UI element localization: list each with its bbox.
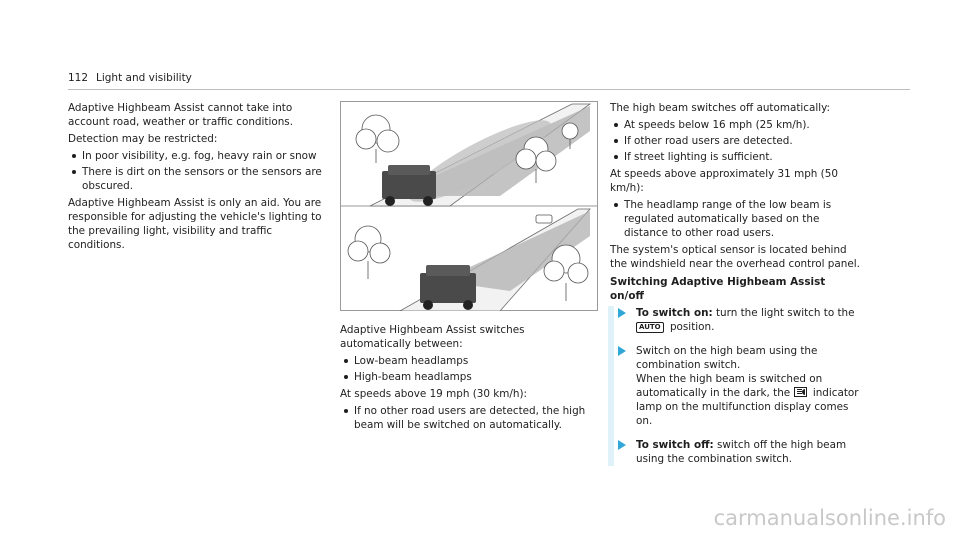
column-left: Adaptive Highbeam Assist cannot take int… bbox=[68, 101, 324, 255]
bullet-list: If no other road users are detected, the… bbox=[340, 404, 598, 432]
paragraph: At speeds above 19 mph (30 km/h): bbox=[340, 388, 528, 400]
highbeam-illustration bbox=[340, 101, 598, 311]
list-item: Low-beam headlamps bbox=[340, 354, 598, 368]
bullet-list: In poor visibility, e.g. fog, heavy rain… bbox=[68, 149, 324, 193]
column-middle: Adaptive Highbeam Assist switches automa… bbox=[340, 323, 598, 435]
step-arrow-icon bbox=[618, 346, 626, 356]
step-text: When the high beam is switched on automa… bbox=[636, 373, 823, 399]
list-item: If no other road users are detected, the… bbox=[340, 404, 598, 432]
paragraph: The high beam switches off automatically… bbox=[610, 102, 831, 114]
list-item: There is dirt on the sensors or the sens… bbox=[68, 165, 324, 193]
list-item: If street lighting is sufficient. bbox=[610, 150, 860, 164]
list-item: In poor visibility, e.g. fog, heavy rain… bbox=[68, 149, 324, 163]
page-number: 112 bbox=[68, 72, 89, 84]
bullet-list: The headlamp range of the low beam is re… bbox=[610, 198, 860, 240]
bullet-list: At speeds below 16 mph (25 km/h). If oth… bbox=[610, 118, 860, 164]
step-text: switch off the high beam using the combi… bbox=[636, 439, 847, 465]
step-label: To switch on: bbox=[636, 307, 713, 319]
paragraph: Adaptive Highbeam Assist is only an aid.… bbox=[68, 197, 322, 251]
illustration-svg bbox=[340, 101, 598, 311]
auto-icon: AUTO bbox=[636, 322, 664, 333]
step-arrow-icon bbox=[618, 308, 626, 318]
paragraph: Adaptive Highbeam Assist switches automa… bbox=[340, 324, 525, 350]
list-item: If other road users are detected. bbox=[610, 134, 860, 148]
paragraph: The system's optical sensor is located b… bbox=[610, 244, 860, 270]
list-item: The headlamp range of the low beam is re… bbox=[610, 198, 860, 240]
paragraph: Adaptive Highbeam Assist cannot take int… bbox=[68, 102, 294, 128]
instruction-step: To switch on: turn the light switch to t… bbox=[614, 306, 860, 334]
list-item: At speeds below 16 mph (25 km/h). bbox=[610, 118, 860, 132]
section-title: Light and visibility bbox=[96, 72, 192, 84]
bullet-list: Low-beam headlamps High-beam headlamps bbox=[340, 354, 598, 384]
step-text: turn the light switch to the bbox=[715, 307, 855, 319]
subheading: Switching Adaptive Highbeam Assist on/of… bbox=[610, 276, 826, 302]
step-arrow-icon bbox=[618, 440, 626, 450]
paragraph: Detection may be restricted: bbox=[68, 133, 218, 145]
step-label: To switch off: bbox=[636, 439, 714, 451]
instruction-step: Switch on the high beam using the combin… bbox=[614, 344, 860, 428]
watermark: carmanualsonline.info bbox=[713, 506, 946, 530]
paragraph: At speeds above approximately 31 mph (50… bbox=[610, 168, 838, 194]
instruction-steps: To switch on: turn the light switch to t… bbox=[608, 306, 860, 466]
step-text: position. bbox=[669, 321, 715, 333]
step-text: indicator lamp on the multifunction disp… bbox=[636, 387, 859, 427]
column-right: The high beam switches off automatically… bbox=[608, 101, 860, 476]
step-text: Switch on the high beam using the combin… bbox=[636, 345, 818, 371]
instruction-step: To switch off: switch off the high beam … bbox=[614, 438, 860, 466]
list-item: High-beam headlamps bbox=[340, 370, 598, 384]
high-beam-indicator-icon bbox=[793, 387, 807, 397]
page-header: 112 Light and visibility bbox=[68, 71, 910, 90]
